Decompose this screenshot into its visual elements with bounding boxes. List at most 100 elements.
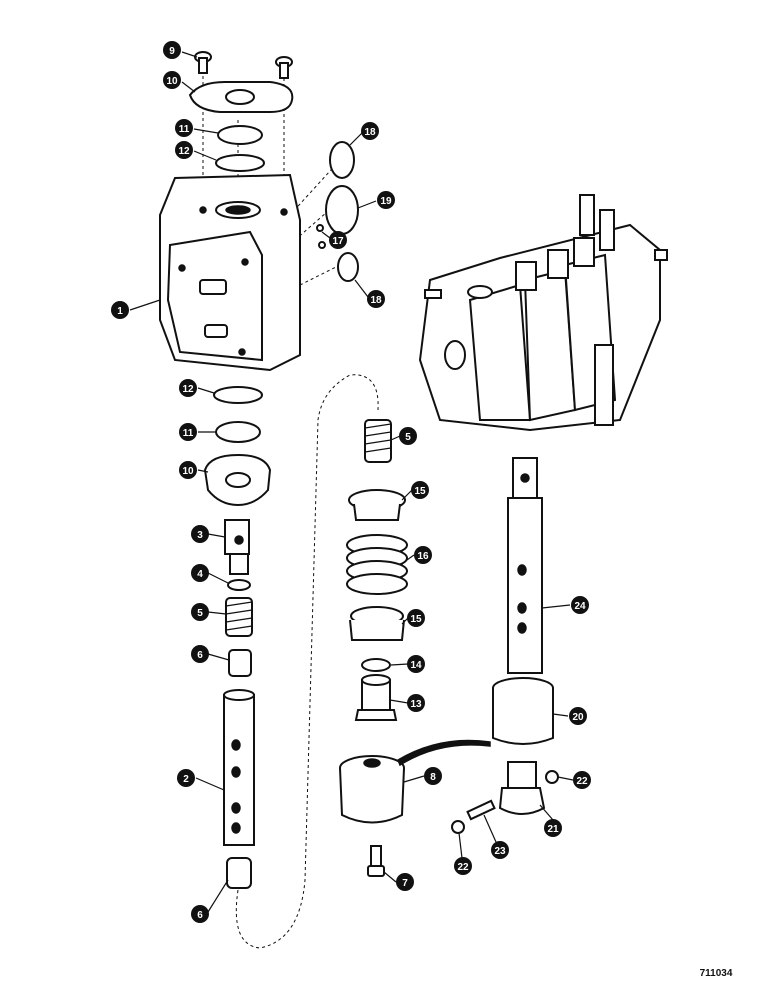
callout-12-lower: 12	[179, 379, 197, 397]
callout-18-top: 18	[361, 122, 379, 140]
ball-part-22-right	[545, 770, 559, 784]
callout-2: 2	[177, 769, 195, 787]
callout-11-lower: 11	[179, 423, 197, 441]
routing-line	[235, 374, 379, 949]
svg-text:12: 12	[182, 384, 194, 395]
svg-text:17: 17	[332, 236, 344, 247]
spool-part-2	[223, 689, 255, 846]
spring-part-16	[346, 534, 408, 595]
cable-line	[397, 739, 491, 767]
o-ring-18-top	[329, 141, 355, 179]
callout-leaders	[129, 51, 574, 913]
svg-text:12: 12	[178, 146, 190, 157]
svg-text:15: 15	[410, 614, 422, 625]
callout-1: 1	[111, 301, 129, 319]
svg-text:24: 24	[574, 601, 586, 612]
spring-part-23	[466, 799, 496, 821]
callout-5-left: 5	[191, 603, 209, 621]
callout-23: 23	[491, 841, 509, 859]
o-ring-12-lower	[213, 386, 263, 404]
svg-text:6: 6	[197, 910, 203, 921]
callout-6-bottom: 6	[191, 905, 209, 923]
callout-18-bottom: 18	[367, 290, 385, 308]
svg-text:20: 20	[572, 712, 584, 723]
callout-17: 17	[329, 231, 347, 249]
svg-text:8: 8	[430, 772, 436, 783]
seal-ring-11-lower	[215, 421, 261, 443]
shaft-part-24	[507, 457, 543, 674]
plug-part-13	[354, 674, 398, 721]
svg-text:21: 21	[547, 824, 559, 835]
flange-plate-top	[188, 81, 294, 113]
o-ring-top	[215, 154, 265, 172]
svg-text:23: 23	[494, 846, 506, 857]
callout-4: 4	[191, 564, 209, 582]
svg-text:7: 7	[402, 878, 408, 889]
svg-text:18: 18	[370, 295, 382, 306]
svg-text:3: 3	[197, 530, 203, 541]
callout-16: 16	[414, 546, 432, 564]
svg-text:1: 1	[117, 306, 123, 317]
callout-20: 20	[569, 707, 587, 725]
spring-seat-part-15-bottom	[349, 606, 405, 641]
callout-10-lower: 10	[179, 461, 197, 479]
spring-part-5-left	[225, 597, 253, 637]
ball-17-a	[316, 224, 324, 232]
callout-5-middle: 5	[399, 427, 417, 445]
callout-19: 19	[377, 191, 395, 209]
spring-seat-part-15-top	[348, 489, 406, 521]
callout-21: 21	[544, 819, 562, 837]
washer-part-4	[227, 579, 251, 591]
valve-assembly-inset	[418, 194, 668, 432]
cap-part-8	[339, 755, 405, 824]
svg-text:6: 6	[197, 650, 203, 661]
valve-housing	[159, 173, 301, 372]
svg-text:18: 18	[364, 127, 376, 138]
svg-text:5: 5	[405, 432, 411, 443]
svg-text:16: 16	[417, 551, 429, 562]
svg-text:9: 9	[169, 46, 175, 57]
bolt-part-7	[367, 845, 385, 877]
callout-8: 8	[424, 767, 442, 785]
reference-number: 711034	[700, 968, 733, 979]
spacer-part-6-top	[228, 649, 252, 677]
callout-10-top: 10	[163, 71, 181, 89]
callout-22-right: 22	[573, 771, 591, 789]
svg-text:2: 2	[183, 774, 189, 785]
callout-9: 9	[163, 41, 181, 59]
callout-11-top: 11	[175, 119, 193, 137]
seal-ring-top	[217, 125, 263, 145]
svg-text:10: 10	[166, 76, 178, 87]
o-ring-part-14	[361, 658, 391, 672]
callout-24: 24	[571, 596, 589, 614]
callout-14: 14	[407, 655, 425, 673]
svg-text:15: 15	[414, 486, 426, 497]
callout-15-top: 15	[411, 481, 429, 499]
svg-text:11: 11	[183, 428, 194, 439]
flange-plate-lower	[203, 453, 272, 507]
o-ring-18-bottom	[337, 252, 359, 282]
callout-13: 13	[407, 694, 425, 712]
svg-text:22: 22	[576, 776, 588, 787]
svg-text:13: 13	[410, 699, 422, 710]
svg-text:14: 14	[410, 660, 422, 671]
svg-text:11: 11	[179, 124, 190, 135]
ball-17-b	[318, 241, 326, 249]
sleeve-part-20	[492, 677, 554, 745]
svg-text:10: 10	[182, 466, 194, 477]
o-ring-19	[325, 185, 359, 235]
detent-part-21	[498, 761, 546, 815]
svg-text:22: 22	[457, 862, 469, 873]
callout-7: 7	[396, 873, 414, 891]
spacer-part-6-bottom	[226, 857, 252, 889]
callout-3: 3	[191, 525, 209, 543]
callout-12-top: 12	[175, 141, 193, 159]
callout-22-left: 22	[454, 857, 472, 875]
clevis-part-3	[224, 519, 250, 575]
svg-text:19: 19	[380, 196, 392, 207]
svg-text:4: 4	[197, 569, 203, 580]
svg-text:5: 5	[197, 608, 203, 619]
callout-15-bottom: 15	[407, 609, 425, 627]
screw-part-9	[194, 51, 293, 79]
